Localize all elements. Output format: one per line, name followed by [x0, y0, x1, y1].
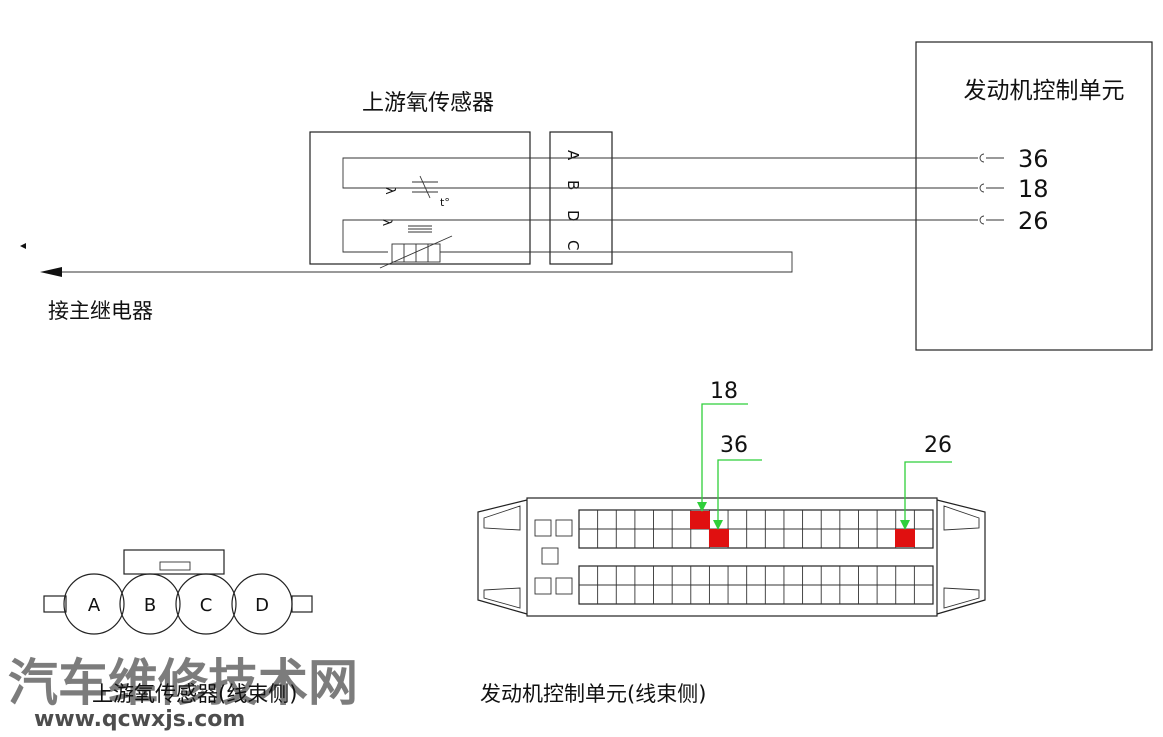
callout-26-label: 26 — [924, 433, 952, 458]
callout-18-arrow-icon — [697, 502, 707, 512]
callout-36-arrow-icon — [713, 520, 723, 530]
connector-pin-a: A — [88, 595, 101, 616]
sensor-pin-block — [549, 131, 613, 265]
ecu-pin-36: 36 — [1018, 145, 1049, 173]
sensor-connector-caption: 上游氧传感器(线束侧) — [92, 682, 297, 706]
sensor-heater-loop — [342, 219, 612, 253]
ecu-pin-18: 18 — [1018, 175, 1049, 203]
ecu-pin-26: 26 — [1018, 207, 1049, 235]
sensor-pin-labels: A B D C — [564, 150, 582, 250]
ecu-pin-grid — [579, 510, 933, 604]
svg-text:λ: λ — [380, 219, 394, 226]
callout-18-label: 18 — [710, 379, 738, 404]
callout-26-leader — [904, 461, 952, 524]
connector-pin-b: B — [144, 595, 156, 616]
heater-element-symbol: λ — [379, 219, 453, 269]
connector-pin-d: D — [255, 595, 269, 616]
callout-36-leader — [717, 459, 762, 524]
sensor-pin-c: C — [564, 240, 582, 250]
sensor-title: 上游氧传感器 — [362, 91, 494, 116]
relay-arrow-icon — [40, 267, 62, 277]
ecu-title: 发动机控制单元 — [964, 78, 1125, 104]
watermark-text: 汽车维修技术网 — [8, 654, 358, 712]
heater-ground-wire — [60, 251, 793, 273]
temperature-symbol: t° — [440, 196, 450, 209]
ecu-connector-caption: 发动机控制单元(线束侧) — [480, 682, 706, 706]
callout-18-leader — [701, 403, 748, 506]
lambda-symbol: λ — [382, 187, 397, 195]
ecu-connector — [477, 497, 986, 617]
callout-26-arrow-icon — [900, 520, 910, 530]
ecu-body — [915, 41, 1153, 351]
small-arrow-icon — [20, 243, 26, 249]
connector-pin-c: C — [200, 595, 213, 616]
ecu-pin-26-highlight — [895, 529, 915, 547]
sensor-pin-a: A — [564, 150, 582, 161]
relay-label: 接主继电器 — [48, 299, 153, 323]
watermark-url: www.qcwxjs.com — [34, 707, 245, 732]
sensor-connector: A B C D — [43, 549, 313, 635]
sensor-body — [309, 131, 531, 265]
sensor-pin-b: B — [564, 180, 582, 190]
sensor-pin-d: D — [564, 210, 582, 222]
ecu-pin-sockets — [979, 153, 1004, 225]
ecu-pin-36-highlight — [709, 529, 729, 547]
lambda-element-symbol: λ t° — [382, 175, 450, 209]
ecu-pin-18-highlight — [690, 511, 710, 529]
sensor-signal-loop — [342, 157, 612, 189]
callout-36-label: 36 — [720, 433, 748, 458]
